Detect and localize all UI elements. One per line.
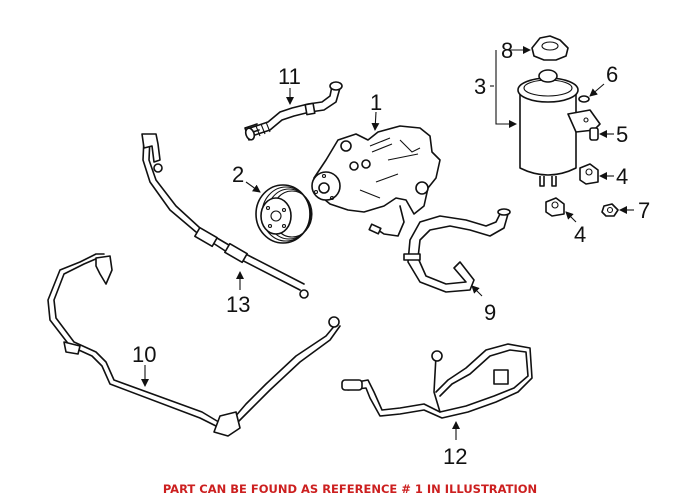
grommet-upper-part[interactable] xyxy=(579,163,599,185)
pressure-line-part[interactable] xyxy=(47,253,341,437)
callout-5: 5 xyxy=(616,122,628,147)
power-steering-pump-part[interactable] xyxy=(311,125,441,237)
callout-8: 8 xyxy=(501,38,513,63)
callout-4-upper: 4 xyxy=(616,164,628,189)
callout-1: 1 xyxy=(370,90,382,115)
callout-9: 9 xyxy=(484,300,496,325)
washer-part[interactable] xyxy=(578,95,590,103)
callout-10: 10 xyxy=(132,342,156,367)
reservoir-part[interactable] xyxy=(517,69,601,187)
grommet-lower-part[interactable] xyxy=(545,197,565,217)
callout-3: 3 xyxy=(474,74,486,99)
nut-part[interactable] xyxy=(601,203,619,217)
return-line-part[interactable] xyxy=(341,343,533,419)
pulley-part[interactable] xyxy=(255,184,313,244)
reference-caption: PART CAN BE FOUND AS REFERENCE # 1 IN IL… xyxy=(162,482,538,496)
callout-12: 12 xyxy=(443,444,467,469)
callout-13: 13 xyxy=(226,292,250,317)
callout-7: 7 xyxy=(638,198,650,223)
leader-lines xyxy=(141,46,634,440)
pressure-hose-part[interactable] xyxy=(141,133,309,299)
suction-hose-part[interactable] xyxy=(244,81,343,141)
callout-11: 11 xyxy=(278,64,301,89)
return-hose-part[interactable] xyxy=(403,208,511,293)
callout-6: 6 xyxy=(606,62,618,87)
callout-2: 2 xyxy=(232,162,244,187)
reservoir-cap-part[interactable] xyxy=(531,35,569,61)
sleeve-part[interactable] xyxy=(589,127,599,141)
callout-4-lower: 4 xyxy=(574,222,586,247)
